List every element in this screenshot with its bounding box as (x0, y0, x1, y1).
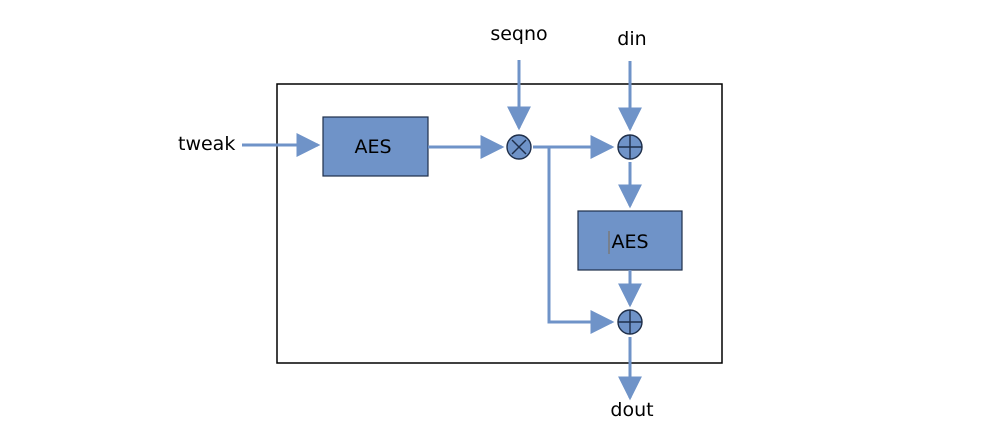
aes-bottom-label: AES (611, 231, 648, 253)
aes-block-top (322, 116, 429, 177)
seqno-label: seqno (490, 23, 547, 45)
arrow-branch-to-xor-bottom (547, 147, 615, 334)
din-label: din (617, 28, 646, 50)
xor-bottom-icon (617, 309, 643, 335)
tweak-label: tweak (178, 133, 235, 155)
aes-block-bottom (577, 210, 683, 271)
aes-top-label: AES (354, 136, 391, 158)
dout-label: dout (610, 399, 653, 421)
multiply-icon (506, 134, 532, 160)
xor-top-icon (617, 134, 643, 160)
